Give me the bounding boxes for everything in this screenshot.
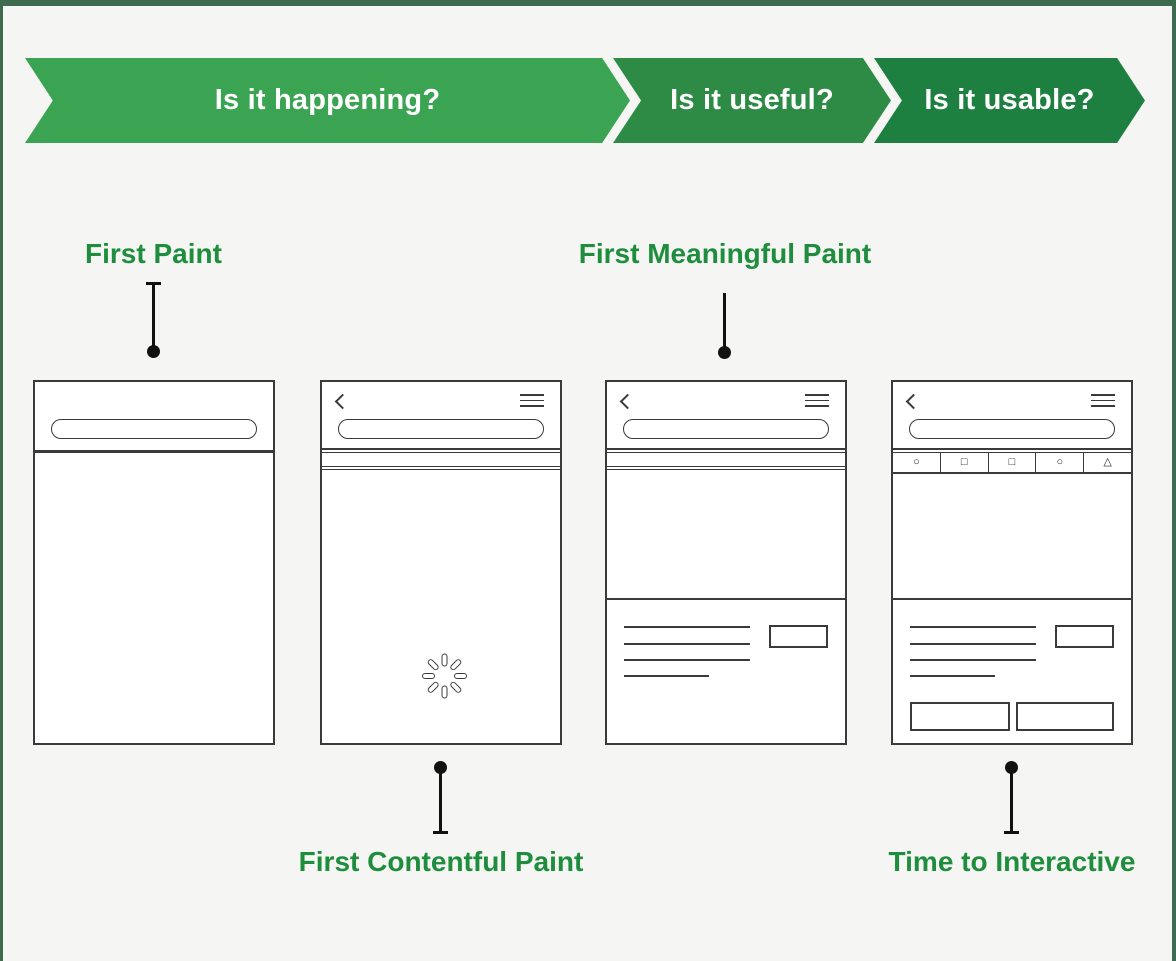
- phone1-empty-body: [35, 452, 273, 743]
- label-first-meaningful-paint: First Meaningful Paint: [578, 238, 872, 269]
- phone3-header: [607, 382, 845, 450]
- skeleton-text-line: [624, 643, 750, 645]
- phone2-header: [322, 382, 560, 450]
- spinner-petal: [426, 680, 440, 694]
- banner-segment-happening: Is it happening?: [25, 58, 630, 143]
- phone-first-meaningful-paint: [605, 380, 847, 745]
- skeleton-text-line: [910, 659, 1036, 661]
- phone3-hero-divider: [607, 598, 845, 600]
- label-time-to-interactive: Time to Interactive: [888, 846, 1136, 877]
- banner-segment-usable: Is it usable?: [874, 58, 1145, 143]
- time-to-interactive-marker-dot: [1005, 761, 1018, 774]
- spinner-petal: [441, 653, 448, 666]
- phone3-body: [607, 469, 845, 743]
- first-meaningful-paint-marker-line: [723, 293, 726, 348]
- spinner-petal: [426, 657, 440, 671]
- skeleton-text-line: [910, 675, 995, 677]
- skeleton-text-line: [624, 675, 709, 677]
- phone1-search-bar: [51, 419, 257, 439]
- spinner-petal: [441, 685, 448, 698]
- phone4-header: [893, 382, 1131, 450]
- phone3-button-placeholder: [769, 625, 828, 648]
- phone4-hero-divider: [893, 598, 1131, 600]
- square-icon: □: [1008, 456, 1016, 468]
- phone4-tab-strip: ○ □ □ ○ △: [893, 452, 1131, 473]
- first-paint-marker-dot: [147, 345, 160, 358]
- phone2-body: [322, 469, 560, 743]
- first-meaningful-paint-marker-dot: [718, 346, 731, 359]
- label-first-paint: First Paint: [85, 238, 222, 269]
- phone-first-paint: [33, 380, 275, 745]
- back-icon: [334, 393, 351, 410]
- banner-segment-useful: Is it useful?: [613, 58, 891, 143]
- first-contentful-paint-marker-dot: [434, 761, 447, 774]
- phone4-body: [893, 473, 1131, 743]
- skeleton-text-line: [624, 626, 750, 628]
- square-icon: □: [960, 456, 968, 468]
- skeleton-text-line: [910, 626, 1036, 628]
- triangle-icon: △: [1103, 456, 1112, 468]
- spinner-petal: [454, 672, 467, 679]
- tab-square-icon: □: [989, 453, 1037, 472]
- spinner-petal: [449, 680, 463, 694]
- circle-icon: ○: [913, 456, 920, 468]
- skeleton-text-line: [624, 659, 750, 661]
- banner-segment-happening-label: Is it happening?: [214, 84, 441, 116]
- skeleton-text-line: [910, 643, 1036, 645]
- phone1-header: [35, 382, 273, 452]
- back-icon: [619, 393, 636, 410]
- phone4-bottom-button-placeholder: [910, 702, 1010, 731]
- label-first-contentful-paint: First Contentful Paint: [298, 846, 584, 877]
- phone2-search-bar: [338, 419, 544, 439]
- time-to-interactive-marker-cap: [1004, 831, 1019, 834]
- first-paint-marker-cap: [146, 282, 161, 285]
- hamburger-menu-icon: [1091, 394, 1115, 407]
- phone4-button-placeholder: [1055, 625, 1114, 648]
- hamburger-menu-icon: [520, 394, 544, 407]
- spinner-petal: [422, 672, 435, 679]
- spinner-petal: [449, 657, 463, 671]
- phone-first-contentful-paint: [320, 380, 562, 745]
- phone4-bottom-button-placeholder: [1016, 702, 1114, 731]
- tab-circle-icon: ○: [1036, 453, 1085, 472]
- tab-triangle-icon: △: [1084, 453, 1131, 472]
- first-contentful-paint-marker-line: [439, 772, 442, 832]
- phone4-search-bar: [909, 419, 1115, 439]
- phone2-toolbar-strip: [322, 452, 560, 467]
- phone-time-to-interactive: ○ □ □ ○ △: [891, 380, 1133, 745]
- time-to-interactive-marker-line: [1010, 772, 1013, 832]
- phone3-search-bar: [623, 419, 829, 439]
- first-contentful-paint-marker-cap: [433, 831, 448, 834]
- banner-segment-useful-label: Is it useful?: [670, 84, 834, 116]
- circle-icon: ○: [1056, 456, 1064, 468]
- first-paint-marker-line: [152, 284, 155, 347]
- tab-square-icon: □: [941, 453, 989, 472]
- tab-circle-icon: ○: [893, 453, 941, 472]
- banner-segment-usable-label: Is it usable?: [924, 84, 1095, 116]
- back-icon: [905, 393, 922, 410]
- phone3-toolbar-strip: [607, 452, 845, 467]
- hamburger-menu-icon: [805, 394, 829, 407]
